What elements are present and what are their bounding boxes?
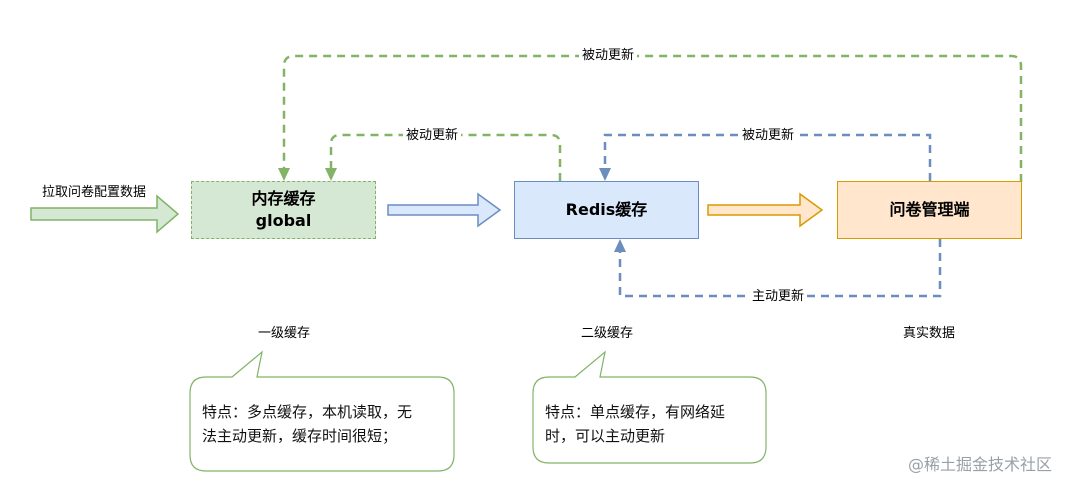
memory-cache-title: 内存缓存: [251, 189, 316, 208]
passive-update-mem-arrowhead: [325, 168, 337, 181]
active-update-label: 主动更新: [748, 289, 808, 305]
level1-note-line2: 法主动更新，缓存时间很短；: [202, 427, 398, 445]
watermark: @稀土掘金技术社区: [907, 455, 1052, 474]
survey-admin-node: 问卷管理端: [837, 181, 1022, 239]
real-data-caption: 真实数据: [902, 326, 956, 341]
memory-cache-subtitle: global: [255, 211, 312, 230]
active-update-edge: [618, 239, 942, 298]
active-update-arrowhead: [614, 239, 626, 252]
memory-to-redis-arrow: [387, 192, 502, 228]
passive-update-top-edge: [282, 54, 1023, 182]
input-arrow: [30, 194, 180, 234]
level2-note-line1: 特点：单点缓存，有网络延: [545, 403, 726, 421]
pull-config-label: 拉取问卷配置数据: [38, 185, 150, 201]
level2-caption: 二级缓存: [580, 326, 634, 341]
passive-update-redis-label: 被动更新: [738, 128, 798, 144]
note-bubble-level2: [532, 350, 767, 464]
passive-update-mem-label: 被动更新: [402, 128, 462, 144]
passive-update-top-label: 被动更新: [578, 48, 638, 64]
passive-update-top-arrowhead: [278, 168, 290, 181]
level1-note-line1: 特点：多点缓存，本机读取，无: [202, 403, 413, 421]
level2-note: 特点：单点缓存，有网络延 时，可以主动更新: [545, 400, 725, 448]
redis-cache-title: Redis缓存: [565, 200, 648, 219]
redis-cache-node: Redis缓存: [514, 181, 699, 239]
survey-admin-title: 问卷管理端: [889, 200, 970, 219]
redis-to-admin-arrow: [707, 192, 824, 228]
note-bubble-level1: [189, 350, 455, 472]
memory-cache-node: 内存缓存 global: [191, 181, 376, 239]
level2-note-line2: 时，可以主动更新: [545, 427, 666, 445]
passive-update-redis-arrowhead: [599, 168, 611, 181]
level1-note: 特点：多点缓存，本机读取，无 法主动更新，缓存时间很短；: [202, 400, 412, 448]
level1-caption: 一级缓存: [257, 326, 311, 341]
